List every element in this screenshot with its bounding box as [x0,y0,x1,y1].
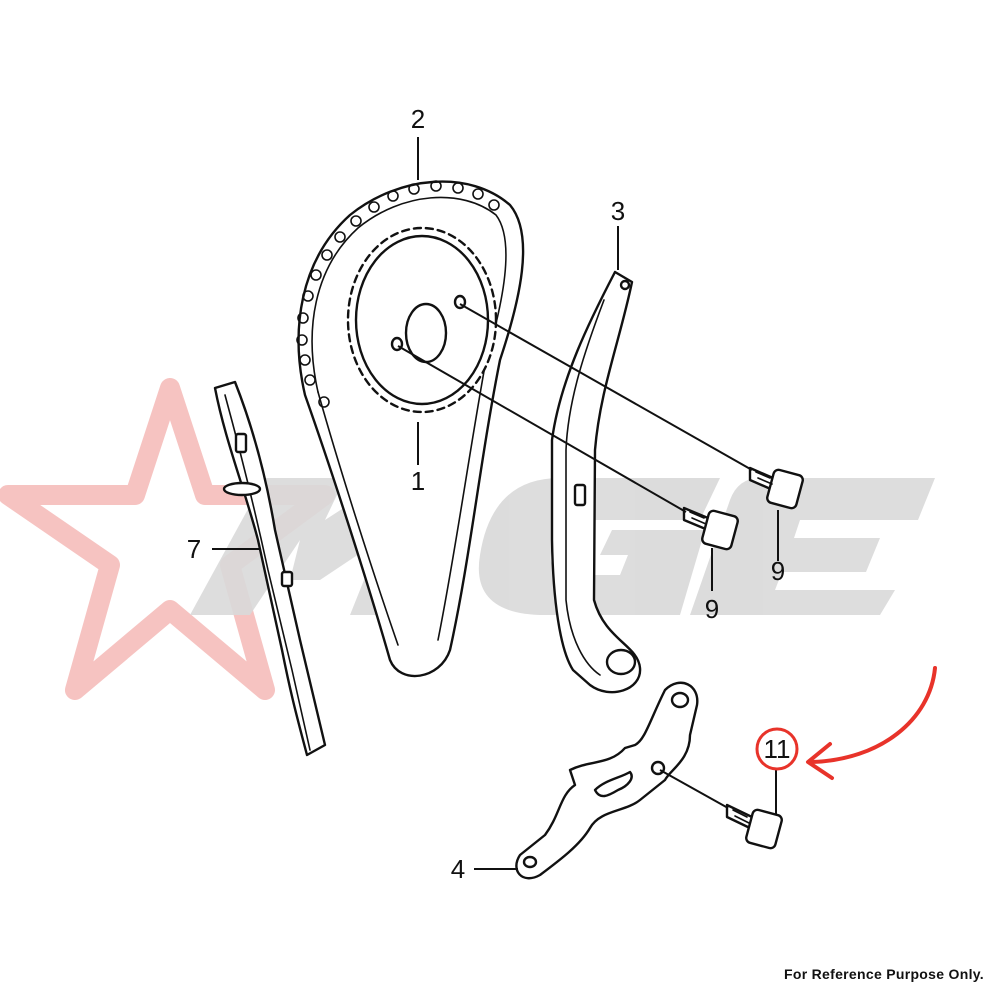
leader-lines [212,137,779,870]
curved-arrow-icon [806,666,937,780]
callout-2: 2 [411,104,425,134]
callout-labels: 2 3 1 7 4 9 9 11 [187,104,791,884]
tensioner-stopper-bracket [515,681,699,880]
callout-9-lower: 9 [705,594,719,624]
cam-sprocket [346,226,498,414]
chain-tensioner-arm [550,270,642,694]
callout-3: 3 [611,196,625,226]
callout-7: 7 [187,534,201,564]
assembly-lines [397,303,753,809]
callout-1: 1 [411,466,425,496]
callout-9-upper: 9 [771,556,785,586]
chain-guide [213,380,327,757]
bolt-9-upper [748,466,804,510]
callout-11: 11 [764,734,791,764]
callout-4: 4 [451,854,465,884]
bolt-11 [725,803,783,850]
highlight-circle [755,727,799,771]
chain-links [296,180,500,408]
bolt-9-lower [682,506,739,551]
reference-disclaimer: For Reference Purpose Only. [783,966,984,982]
highlight-marker [755,666,937,780]
